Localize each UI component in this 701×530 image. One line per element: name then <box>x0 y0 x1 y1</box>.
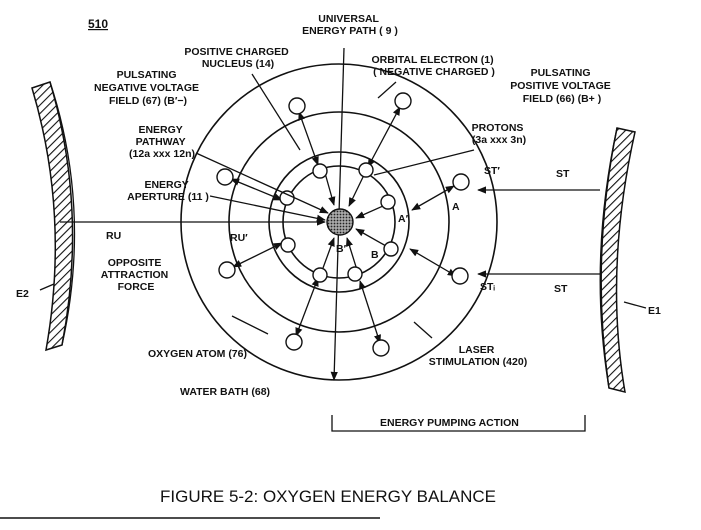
st-label: ST <box>556 168 570 180</box>
laser-label: LASER STIMULATION (420) <box>429 344 527 368</box>
energy-aperture-label: ENERGY APERTURE (11 ) <box>127 179 209 203</box>
negative-plate-e2 <box>31 81 76 352</box>
pumping-bracket <box>331 415 586 432</box>
figure-number: 510 <box>88 17 108 31</box>
st-prime-label: ST′ <box>484 165 500 177</box>
a-prime-label: A′ <box>398 213 409 225</box>
st2-label: ST <box>554 283 568 295</box>
b-prime-label: B′ <box>336 243 347 255</box>
ru-prime-label: RU′ <box>230 232 248 244</box>
opposite-force-label: OPPOSITE ATTRACTION FORCE <box>101 257 171 293</box>
universal-path-label: UNIVERSAL ENERGY PATH ( 9 ) <box>302 13 398 37</box>
electrons <box>216 92 470 357</box>
figure-caption: FIGURE 5-2: OXYGEN ENERGY BALANCE <box>160 487 496 506</box>
energy-pathway-label: ENERGY PATHWAY (12a xxx 12n) <box>129 124 195 160</box>
orbital-arrows <box>230 106 457 344</box>
positive-field-label: PULSATING POSITIVE VOLTAGE FIELD (66) (B… <box>510 67 613 105</box>
field-arrows <box>60 186 600 278</box>
nucleus-label: POSITIVE CHARGED NUCLEUS (14) <box>184 46 291 70</box>
b-label: B <box>371 249 379 261</box>
negative-field-label: PULSATING NEGATIVE VOLTAGE FIELD (67) (B… <box>94 69 202 107</box>
nucleus-arrows <box>322 172 387 271</box>
st-sub-label: STᵢ <box>480 281 495 293</box>
pumping-label: ENERGY PUMPING ACTION <box>380 417 519 429</box>
leader-lines <box>39 73 647 339</box>
e1-label: E1 <box>648 305 661 317</box>
positive-plate-e1 <box>599 127 636 394</box>
nucleus <box>326 208 354 236</box>
orbital-electron-label: ORBITAL ELECTRON (1) ( NEGATIVE CHARGED … <box>371 54 496 78</box>
protons-label: PROTONS (3a xxx 3n) <box>472 122 527 146</box>
ru-label: RU <box>106 230 121 242</box>
e2-label: E2 <box>16 288 29 300</box>
water-bath-label: WATER BATH (68) <box>180 386 270 398</box>
oxygen-atom-label: OXYGEN ATOM (76) <box>148 348 247 360</box>
a-label: A <box>452 201 460 213</box>
